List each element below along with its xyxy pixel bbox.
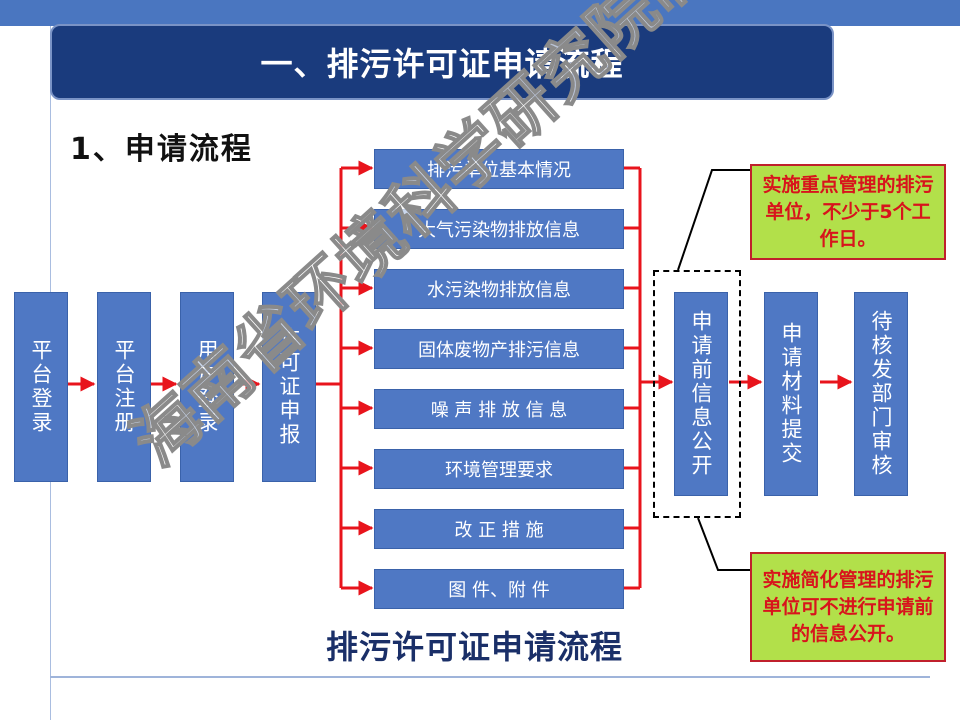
step-platform-register: 平台注册	[97, 292, 151, 482]
info-env-management: 环境管理要求	[374, 449, 624, 489]
info-attachments: 图 件、附 件	[374, 569, 624, 609]
info-noise-emissions: 噪 声 排 放 信 息	[374, 389, 624, 429]
disclosure-dashed-frame	[653, 270, 741, 518]
info-water-emissions: 水污染物排放信息	[374, 269, 624, 309]
info-corrective-measures: 改 正 措 施	[374, 509, 624, 549]
step-platform-login: 平台登录	[14, 292, 68, 482]
step-pre-application-disclosure: 申请前信息公开	[674, 292, 728, 496]
step-permit-application: 许可证申报	[262, 292, 316, 482]
section-subtitle: 1、申请流程	[70, 132, 253, 167]
info-solid-waste: 固体废物产排污信息	[374, 329, 624, 369]
step-material-submission: 申请材料提交	[764, 292, 818, 496]
info-basic-situation: 排污单位基本情况	[374, 149, 624, 189]
info-air-emissions: 大气污染物排放信息	[374, 209, 624, 249]
bottom-rule	[50, 676, 930, 678]
step-user-login: 用户登录	[180, 292, 234, 482]
diagram-caption: 排污许可证申请流程	[326, 628, 624, 666]
note-simplified-management: 实施简化管理的排污单位可不进行申请前的信息公开。	[750, 552, 946, 662]
page-title: 一、排污许可证申请流程	[50, 24, 834, 100]
top-accent-bar	[0, 0, 960, 26]
note-key-management: 实施重点管理的排污单位，不少于5个工作日。	[750, 164, 946, 260]
step-authority-review: 待核发部门审核	[854, 292, 908, 496]
